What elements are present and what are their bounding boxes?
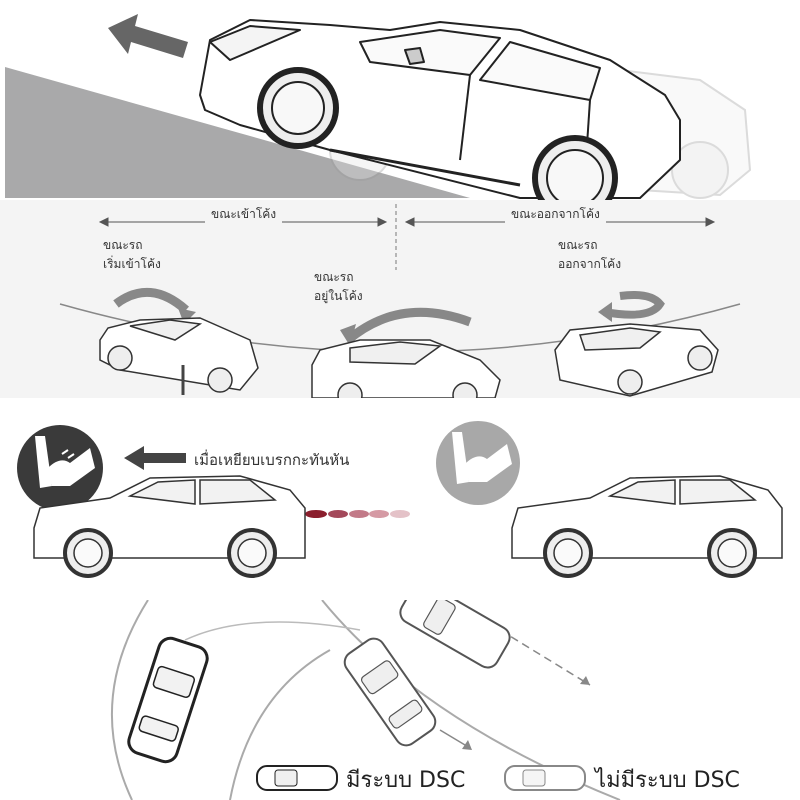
rotation-arrow-start: [113, 287, 189, 314]
emergency-brake-panel: เมื่อเหยียบเบรกกะทันหัน: [0, 408, 800, 598]
label-exit-corner: ขณะรถ ออกจากโค้ง: [558, 236, 621, 274]
suv-on-slope: [199, 19, 681, 200]
sedan-start: [99, 317, 259, 395]
label-in-corner: ขณะรถ อยู่ในโค้ง: [314, 268, 363, 306]
dsc-illustration: [111, 600, 621, 800]
legend-with-dsc: มีระบบ DSC: [346, 768, 466, 793]
slope-ramp: [5, 67, 470, 198]
car-without-dsc: [343, 637, 437, 747]
rotation-arrow-mid: [345, 307, 472, 344]
label-start-of-corner: ขณะรถ เริ่มเข้าโค้ง: [103, 236, 161, 274]
hill-start-illustration: [5, 14, 752, 200]
legend-car-with-dsc-icon: [256, 765, 338, 791]
car-without-dsc-skid: [399, 600, 511, 669]
rotation-arrow-exit: [603, 291, 665, 319]
label-exit-line-2: ออกจากโค้ง: [558, 257, 622, 271]
label-mid-line-1: ขณะรถ: [314, 270, 354, 284]
suv-without-brake-assist: [511, 475, 783, 578]
phase-label-exiting: ขณะออกจากโค้ง: [505, 205, 606, 224]
trajectory-no-dsc: [499, 629, 591, 686]
legend-car-without-dsc-icon: [504, 765, 586, 791]
brake-light-trail: [305, 510, 410, 518]
phase-label-entering: ขณะเข้าโค้ง: [205, 205, 283, 224]
left-arrow-icon: [108, 14, 188, 58]
label-mid-line-2: อยู่ในโค้ง: [314, 289, 363, 303]
label-exit-line-1: ขณะรถ: [558, 238, 598, 252]
sedan-exit: [554, 323, 719, 397]
emergency-brake-illustration: [17, 421, 783, 578]
suv-with-brake-assist: [33, 475, 306, 578]
road-inner-edge: [229, 649, 331, 800]
cornering-panel: ขณะเข้าโค้ง ขณะออกจากโค้ง ขณะรถ เริ่มเข้…: [0, 200, 800, 398]
brake-caption: เมื่อเหยียบเบรกกะทันหัน: [194, 451, 350, 469]
car-with-dsc: [127, 636, 209, 764]
label-start-line-1: ขณะรถ: [103, 238, 143, 252]
brake-arrow-icon: [124, 446, 186, 470]
dsc-panel: มีระบบ DSC ไม่มีระบบ DSC: [0, 600, 800, 800]
label-start-line-2: เริ่มเข้าโค้ง: [103, 257, 161, 271]
hill-start-panel: [0, 0, 800, 200]
cornering-illustration: [59, 204, 741, 398]
road-outer-edge: [111, 600, 149, 800]
legend-without-dsc: ไม่มีระบบ DSC: [595, 768, 740, 793]
sedan-mid: [311, 339, 501, 398]
